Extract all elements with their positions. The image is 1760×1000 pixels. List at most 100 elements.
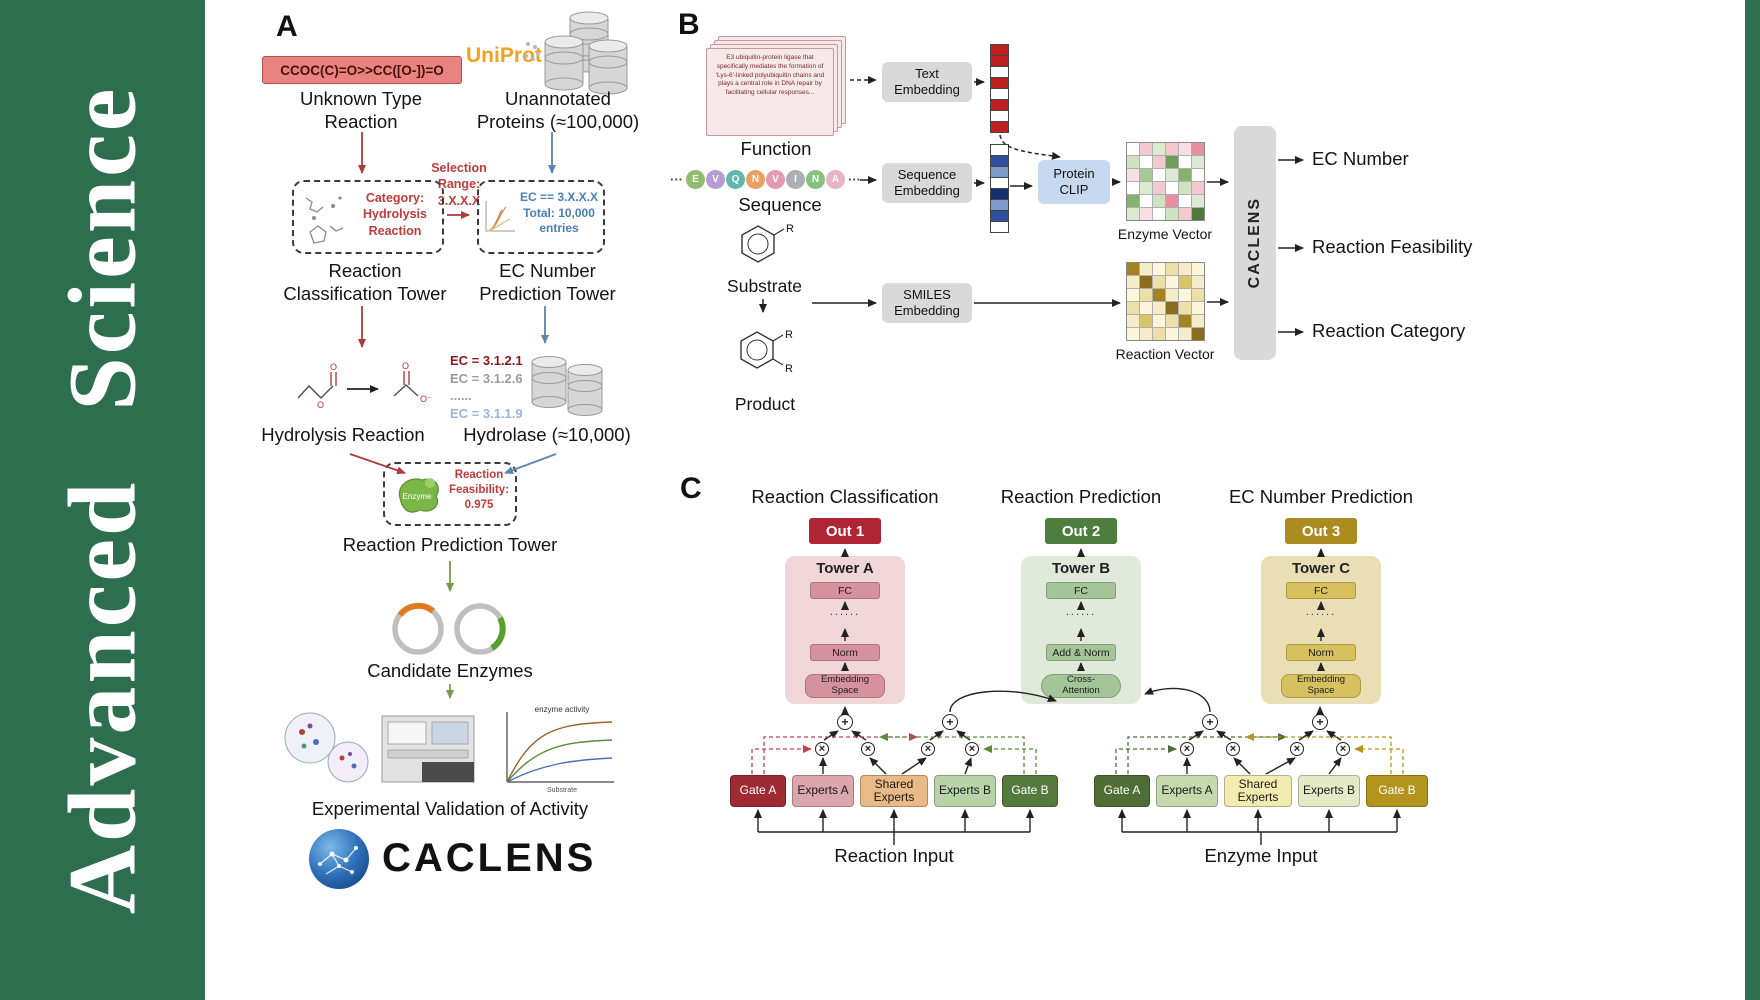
validation-label: Experimental Validation of Activity: [311, 798, 589, 819]
cell: [1192, 169, 1204, 181]
cell: [991, 78, 1008, 88]
cell: [991, 89, 1008, 99]
sequence-residue: V: [766, 170, 785, 189]
unannotated-proteins-label: Unannotated Proteins (≈100,000): [476, 88, 640, 132]
hydrolysis-molecules-icon: O O O O⁻: [297, 361, 432, 410]
cell: [991, 200, 1008, 210]
enzyme-blob-icon: Enzyme: [398, 478, 439, 513]
ec-list-item: EC = 3.1.2.1: [450, 353, 523, 368]
cell: [1153, 263, 1165, 275]
function-label: Function: [740, 138, 812, 159]
tower-a-dots: ......: [829, 606, 861, 618]
product-node: ×: [921, 742, 935, 756]
enzyme-input-label: Enzyme Input: [1204, 845, 1318, 866]
svg-text:O: O: [402, 361, 409, 371]
cell: [1153, 156, 1165, 168]
product-label: Product: [734, 394, 796, 414]
cell: [1153, 289, 1165, 301]
cell: [1153, 302, 1165, 314]
smiles-embedding-box: SMILES Embedding: [882, 283, 972, 323]
sum-node: +: [837, 714, 853, 730]
sequence-residue: E: [686, 170, 705, 189]
cell: [1192, 182, 1204, 194]
cell: [1140, 182, 1152, 194]
enzyme-vector-label: Enzyme Vector: [1117, 226, 1213, 242]
gate-a-right-box: Gate A: [1094, 775, 1150, 807]
column-title-ec-number-prediction: EC Number Prediction: [1228, 486, 1414, 507]
journal-title: Advanced Science: [48, 85, 156, 915]
product-node: ×: [1290, 742, 1304, 756]
enzyme-blob-label: Enzyme: [403, 492, 432, 501]
ec-tower-label: EC Number Prediction Tower: [479, 260, 616, 304]
output-reaction-category: Reaction Category: [1312, 320, 1466, 341]
tower-a-norm-box: Norm: [810, 644, 880, 661]
output-ec-number: EC Number: [1312, 148, 1409, 169]
enzyme-activity-graph-title: enzyme activity: [535, 705, 590, 714]
experts-a-right-box: Experts A: [1156, 775, 1218, 807]
cell: [1140, 328, 1152, 340]
sequence-residue: V: [706, 170, 725, 189]
cell: [1140, 195, 1152, 207]
ec-list: EC = 3.1.2.1 EC = 3.1.2.6 ...... EC = 3.…: [450, 352, 550, 422]
cell: [1192, 263, 1204, 275]
cell: [1153, 182, 1165, 194]
cell: [1127, 182, 1139, 194]
cell: [1192, 315, 1204, 327]
cell: [1179, 302, 1191, 314]
product-node: ×: [1336, 742, 1350, 756]
sequence-row: ··· E V Q N V I N A ···: [668, 170, 863, 189]
cell: [1166, 276, 1178, 288]
text-embedding-box: Text Embedding: [882, 62, 972, 102]
tower-c-dots: ......: [1305, 606, 1337, 618]
gate-b-left-box: Gate B: [1002, 775, 1058, 807]
product-node: ×: [1226, 742, 1240, 756]
tower-a-fc-box: FC: [810, 582, 880, 599]
cell: [1140, 315, 1152, 327]
text-embedding-vector: [990, 44, 1009, 133]
cell: [1166, 315, 1178, 327]
cell: [991, 111, 1008, 121]
curves-icon: [485, 201, 515, 232]
cell: [991, 189, 1008, 199]
cell: [1140, 276, 1152, 288]
cell: [1140, 263, 1152, 275]
plasmid-icons: [392, 602, 506, 655]
cell: [1179, 195, 1191, 207]
journal-banner: [0, 0, 205, 1000]
ec-list-item: ......: [450, 388, 472, 404]
protein-clip-box: Protein CLIP: [1038, 160, 1110, 204]
cell: [1192, 195, 1204, 207]
tower-b-fc-box: FC: [1046, 582, 1116, 599]
cell: [1140, 143, 1152, 155]
cell: [1179, 263, 1191, 275]
cell: [1179, 182, 1191, 194]
tower-c-norm-box: Norm: [1286, 644, 1356, 661]
product-r-group-label: R: [785, 363, 793, 375]
tower-a-embedding-space-box: Embedding Space: [805, 674, 885, 698]
smiles-box: CCOC(C)=O>>CC([O-])=O: [262, 56, 462, 84]
molecule-sketch-icon: [305, 196, 344, 244]
product-node: ×: [1180, 742, 1194, 756]
cell: [1153, 208, 1165, 220]
cell: [1166, 143, 1178, 155]
cell: [1127, 302, 1139, 314]
cell: [1192, 328, 1204, 340]
cell: [1153, 276, 1165, 288]
tower-b-add-norm-box: Add & Norm: [1046, 644, 1116, 661]
cell: [1153, 328, 1165, 340]
experts-a-left-box: Experts A: [792, 775, 854, 807]
cell: [1179, 208, 1191, 220]
output-reaction-feasibility: Reaction Feasibility: [1312, 236, 1473, 257]
cell: [1127, 315, 1139, 327]
sum-node: +: [1202, 714, 1218, 730]
cell: [1179, 169, 1191, 181]
figure-canvas: [205, 0, 1745, 1000]
caclens-module-bar: CACLENS: [1234, 126, 1276, 360]
out1-box: Out 1: [809, 518, 881, 544]
function-cards: E3 ubiquitin-protein ligase that specifi…: [706, 36, 848, 138]
out2-box: Out 2: [1045, 518, 1117, 544]
cell: [991, 145, 1008, 155]
cell: [1140, 289, 1152, 301]
cell: [1192, 208, 1204, 220]
cell: [1179, 315, 1191, 327]
